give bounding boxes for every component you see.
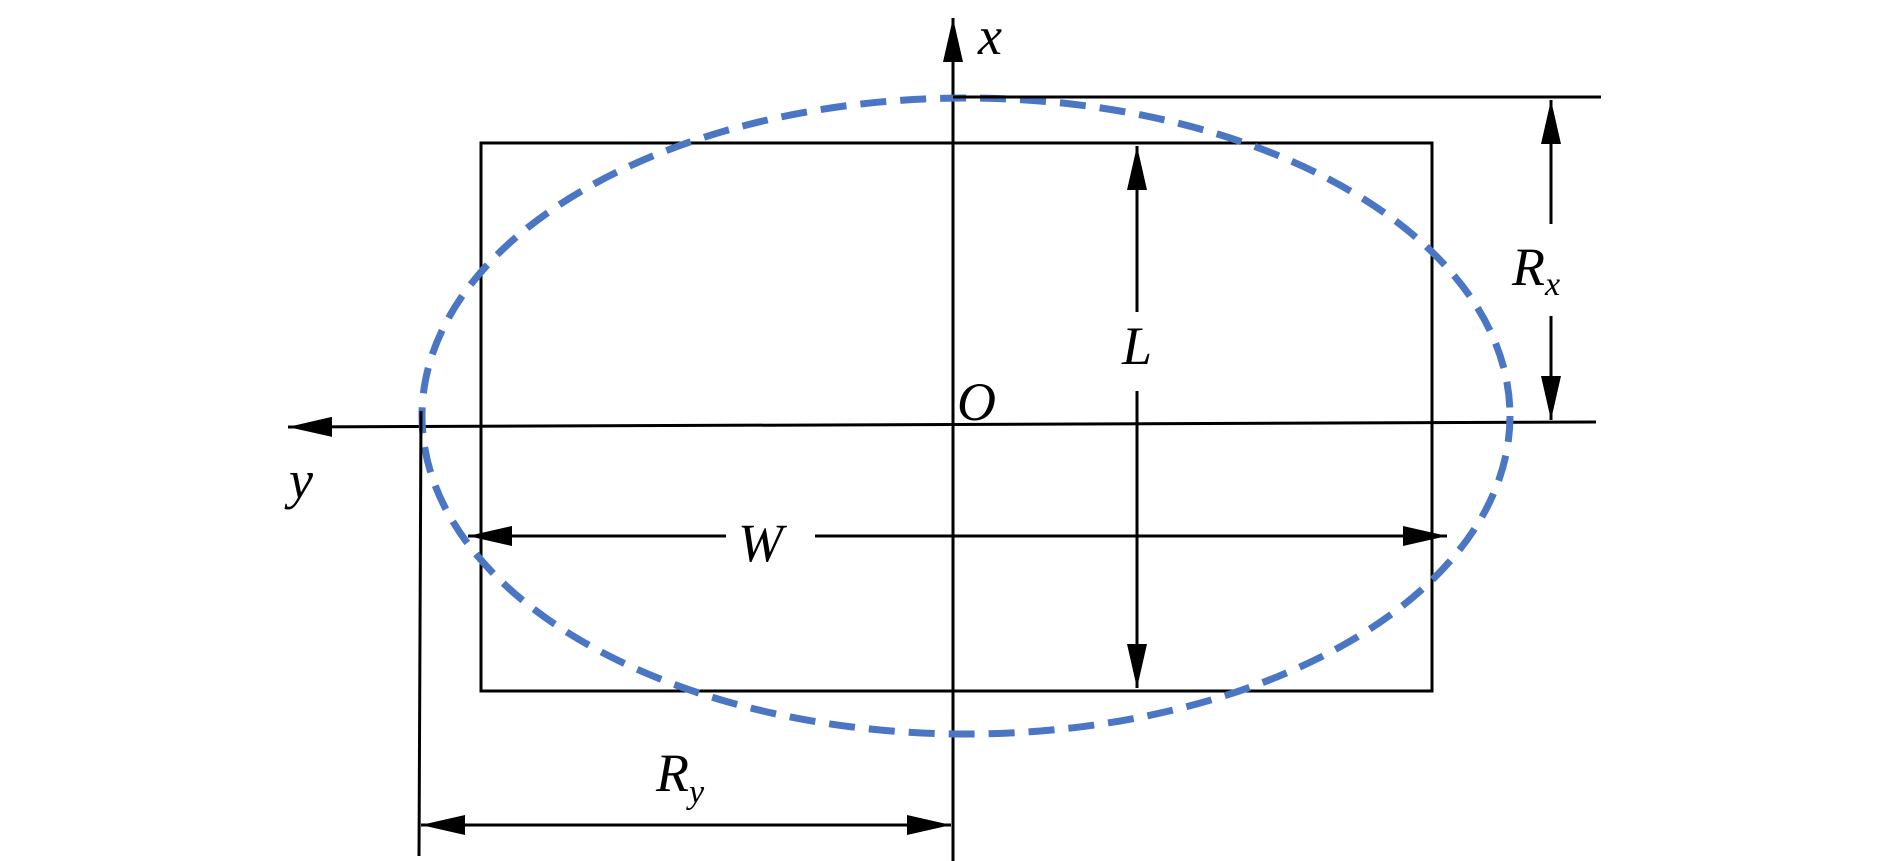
ry-label-main: R — [655, 743, 689, 803]
y-axis-label: y — [284, 450, 313, 510]
rectangle-outline — [479, 141, 1434, 693]
x-axis-label: x — [977, 6, 1002, 66]
ry-label-subscript: y — [686, 774, 705, 811]
y-axis-line — [287, 416, 1597, 437]
origin-label: O — [957, 372, 996, 432]
ry-label: Ry — [655, 743, 705, 811]
rx-label-subscript: x — [1544, 266, 1560, 303]
length-label: L — [1121, 316, 1152, 376]
rx-label-main: R — [1511, 237, 1545, 297]
ry-left-reference-line — [417, 410, 423, 857]
width-label: W — [738, 513, 788, 573]
rx-label: Rx — [1511, 237, 1560, 303]
